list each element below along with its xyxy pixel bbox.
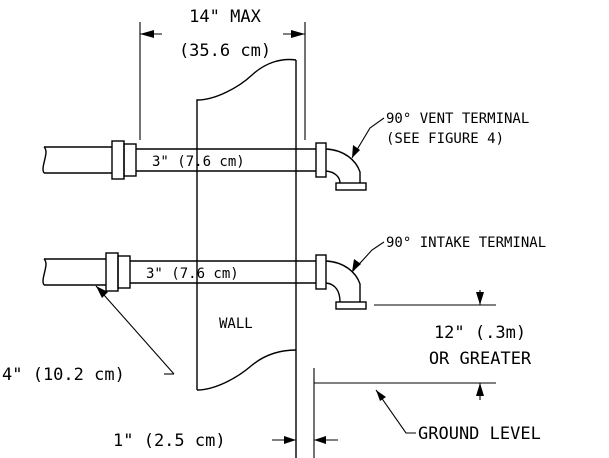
gap-arrow-right [314, 436, 326, 444]
inlet-leader [95, 285, 175, 375]
ground-level-label: GROUND LEVEL [418, 424, 541, 444]
wall-gap-label: 1" (2.5 cm) [113, 431, 226, 451]
vent-pipe-size-label: 3" (7.6 cm) [152, 154, 245, 170]
vent-pipe: 3" (7.6 cm) [42, 140, 367, 191]
clearance-arrow-top [476, 292, 484, 305]
ground-clearance-dimension: 12" (.3m) OR GREATER [374, 290, 532, 400]
vent-terminal-lip [335, 182, 367, 191]
vent-pipe-break [42, 146, 47, 174]
vent-terminal-ref-label: (SEE FIGURE 4) [386, 131, 504, 147]
ground-leader-arrow [376, 390, 386, 401]
wall-bottom-edge [196, 349, 297, 391]
vent-terminal-label: 90° VENT TERMINAL [386, 111, 529, 127]
intake-terminal-callout: 90° INTAKE TERMINAL [351, 235, 546, 273]
intake-leader-arrow [352, 259, 361, 272]
vent-coupling-1 [111, 140, 125, 180]
intake-coupling-1 [105, 252, 119, 292]
vent-coupling-2 [123, 143, 137, 177]
wall-width-dimension: 14" MAX (35.6 cm) [139, 7, 306, 140]
wall-width-in-label: 14" MAX [189, 7, 261, 27]
vent-terminal-callout: 90° VENT TERMINAL (SEE FIGURE 4) [351, 111, 529, 159]
wall: WALL [196, 58, 297, 458]
inlet-size-callout: 4" (10.2 cm) [2, 285, 175, 385]
vent-leader [351, 117, 385, 159]
gap-arrow-left [284, 436, 296, 444]
intake-pipe-inlet [44, 258, 106, 286]
dim-arrow-left [140, 30, 154, 38]
vent-pipe-body [136, 148, 316, 172]
intake-pipe-break [42, 258, 47, 286]
wall-gap-dimension: 1" (2.5 cm) [113, 368, 338, 458]
wall-left-edge [196, 58, 297, 390]
inlet-leader-arrow [96, 286, 108, 298]
ground-leader [375, 389, 416, 434]
clearance-qualifier-label: OR GREATER [429, 349, 532, 369]
vent-pipe-inlet [44, 146, 112, 174]
vent-elbow [325, 148, 361, 184]
intake-terminal-label: 90° INTAKE TERMINAL [386, 235, 546, 251]
vent-leader-arrow [352, 145, 360, 158]
vent-terminal-collar [315, 142, 327, 178]
wall-width-cm-label: (35.6 cm) [179, 41, 271, 61]
ground-level: GROUND LEVEL [314, 382, 541, 444]
intake-elbow [325, 260, 361, 303]
intake-pipe-size-label: 3" (7.6 cm) [146, 266, 239, 282]
inlet-size-label: 4" (10.2 cm) [2, 365, 125, 385]
clearance-arrow-bottom [476, 383, 484, 396]
intake-pipe: 3" (7.6 cm) [42, 252, 367, 310]
wall-label: WALL [219, 316, 253, 332]
intake-terminal-lip [335, 301, 367, 310]
intake-terminal-collar [315, 254, 327, 290]
dim-arrow-right [291, 30, 305, 38]
intake-coupling-2 [117, 255, 131, 289]
intake-pipe-body [130, 260, 316, 284]
clearance-label: 12" (.3m) [434, 323, 526, 343]
